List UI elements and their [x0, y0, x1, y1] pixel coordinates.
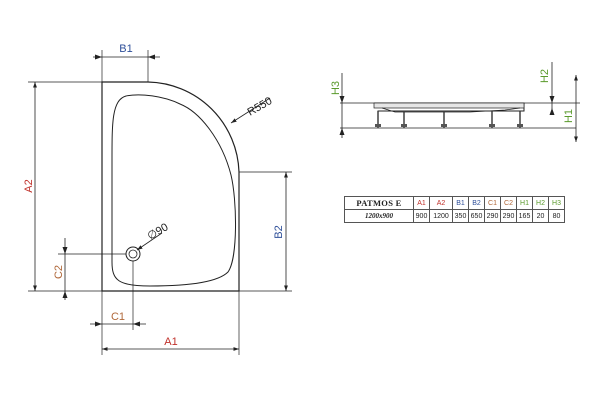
c1-label: C1 [111, 311, 125, 323]
header-c1: C1 [484, 196, 501, 210]
tray-outline [101, 81, 240, 292]
b1-arrow-right [148, 54, 155, 60]
side-view [340, 102, 576, 129]
value-c1: 290 [484, 209, 501, 223]
value-b2: 650 [468, 209, 485, 223]
c2-arrow-top [62, 247, 68, 254]
spec-table: PATMOS E A1 A2 B1 B2 C1 C2 H1 H2 H3 1200… [344, 196, 565, 223]
c1-arrow-left [95, 321, 102, 327]
c2-label: C2 [53, 265, 65, 279]
h2-label: H2 [539, 69, 551, 83]
b2-label: B2 [273, 225, 285, 238]
h2-arrow-bottom [549, 108, 555, 115]
radius-leader [230, 97, 271, 124]
side-rim [373, 102, 525, 109]
value-a1: 900 [413, 209, 430, 223]
b1-arrow-left [95, 54, 102, 60]
header-h1: H1 [516, 196, 533, 210]
model-name: PATMOS E [344, 196, 414, 210]
a2-label: A2 [23, 179, 35, 192]
header-a2: A2 [429, 196, 453, 210]
leg-feet [375, 124, 523, 127]
h3-arrow-bottom [339, 128, 345, 135]
h3-label: H3 [330, 81, 342, 95]
header-b2: B2 [468, 196, 485, 210]
header-b1: B1 [452, 196, 469, 210]
header-a1: A1 [413, 196, 430, 210]
a1-label: A1 [164, 336, 177, 348]
drain-leader [136, 232, 163, 251]
h1-label: H1 [563, 109, 575, 123]
support-legs [377, 111, 521, 128]
h2-arrow-top [549, 96, 555, 103]
header-h3: H3 [548, 196, 565, 210]
drain-inner [128, 249, 138, 259]
header-h2: H2 [532, 196, 549, 210]
c2-arrow-bottom [62, 291, 68, 298]
drain-label: ∅90 [146, 221, 171, 242]
value-c2: 290 [500, 209, 517, 223]
header-c2: C2 [500, 196, 517, 210]
tray-inner-basin [111, 94, 237, 287]
spec-value-row: 1200x900 900 1200 350 650 290 290 165 20… [344, 209, 565, 223]
value-b1: 350 [452, 209, 469, 223]
h3-arrow-top [339, 96, 345, 103]
b1-label: B1 [119, 43, 132, 55]
value-a2: 1200 [429, 209, 453, 223]
value-h2: 20 [532, 209, 549, 223]
value-h1: 165 [516, 209, 533, 223]
value-h3: 80 [548, 209, 565, 223]
side-basin-contour [381, 107, 521, 113]
radius-label: R550 [246, 95, 275, 119]
model-size: 1200x900 [344, 209, 414, 223]
c1-arrow-right [133, 321, 140, 327]
spec-header-row: PATMOS E A1 A2 B1 B2 C1 C2 H1 H2 H3 [344, 196, 565, 210]
